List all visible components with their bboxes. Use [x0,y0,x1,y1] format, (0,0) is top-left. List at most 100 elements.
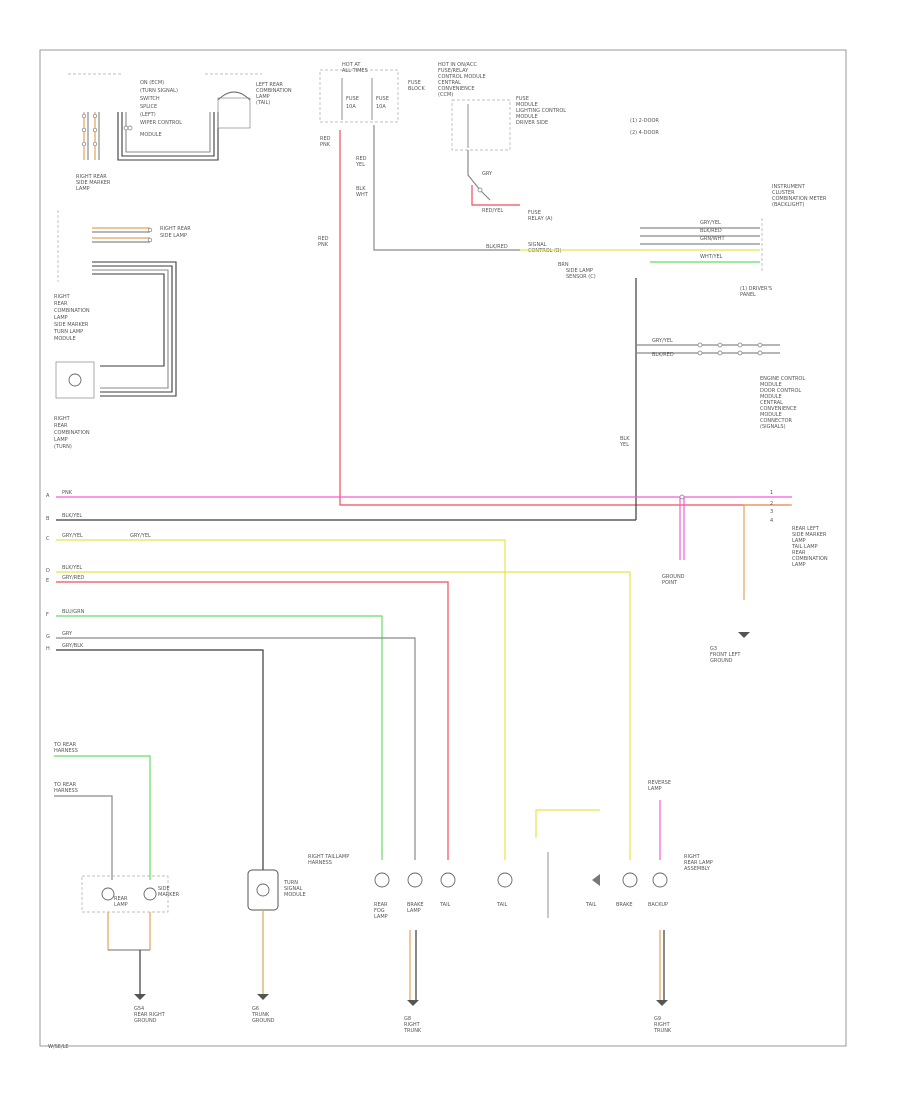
top-center-fuse: HOT AT ALL TIMES FUSE BLOCK FUSE 10A FUS… [318,62,790,506]
svg-text:D: D [46,568,50,574]
svg-text:HARNESS: HARNESS [54,748,78,754]
svg-text:G: G [46,634,50,640]
svg-text:ENGINE CONTROL: ENGINE CONTROL [760,376,805,382]
svg-text:RELAY (A): RELAY (A) [528,216,553,222]
svg-text:FRONT LEFT: FRONT LEFT [710,652,741,658]
svg-text:RIGHT: RIGHT [654,1022,671,1028]
top-left-harness: ON (ECM) (TURN SIGNAL) SWITCH SPLICE (LE… [68,73,292,192]
svg-text:BLK/RED: BLK/RED [652,352,674,358]
svg-text:FOG: FOG [374,908,385,914]
svg-text:CONVENIENCE: CONVENIENCE [438,86,475,92]
svg-text:PNK: PNK [320,142,331,148]
svg-text:SIGNAL: SIGNAL [284,886,303,892]
svg-text:MODULE: MODULE [760,412,782,418]
svg-text:BLK: BLK [620,436,630,442]
svg-text:SIDE: SIDE [158,886,170,892]
svg-text:GROUND: GROUND [134,1018,157,1024]
svg-text:COMBINATION: COMBINATION [792,556,828,562]
svg-text:G54: G54 [134,1006,144,1012]
svg-text:MODULE: MODULE [140,132,162,138]
svg-text:CENTRAL: CENTRAL [760,400,783,406]
svg-text:TAIL: TAIL [496,902,508,908]
svg-text:REAR: REAR [792,550,806,556]
svg-text:HARNESS: HARNESS [308,860,332,866]
diagram-frame [39,49,847,1047]
svg-text:RED: RED [318,236,329,242]
svg-text:WIPER CONTROL: WIPER CONTROL [140,120,182,126]
svg-text:WHT/YEL: WHT/YEL [700,254,723,260]
svg-text:INSTRUMENT: INSTRUMENT [772,184,806,190]
svg-text:(BACKLIGHT): (BACKLIGHT) [772,202,804,208]
svg-text:G8: G8 [404,1016,411,1022]
svg-text:10A: 10A [346,104,356,110]
svg-text:RED: RED [356,156,367,162]
svg-text:ASSEMBLY: ASSEMBLY [684,866,711,872]
svg-text:GRY/YEL: GRY/YEL [130,533,151,539]
svg-text:CLUSTER: CLUSTER [772,190,795,196]
svg-text:FUSE: FUSE [376,96,389,102]
svg-text:TURN: TURN [283,880,298,886]
right-mid-block: (1) DRIVER'S PANEL GRY/YEL BLK/RED ENGIN… [619,278,805,520]
svg-text:BLK/RED: BLK/RED [700,228,722,234]
svg-text:SIDE MARKER: SIDE MARKER [792,532,827,538]
svg-text:MODULE: MODULE [284,892,306,898]
svg-text:RIGHT: RIGHT [54,416,71,422]
svg-text:MODULE: MODULE [760,382,782,388]
svg-text:H: H [46,646,50,652]
svg-text:F: F [46,612,49,618]
svg-text:FUSE: FUSE [346,96,359,102]
svg-text:(LEFT): (LEFT) [140,112,156,118]
svg-text:REAR RIGHT: REAR RIGHT [134,1012,166,1018]
svg-text:TAIL: TAIL [439,902,451,908]
svg-text:RIGHT: RIGHT [54,294,71,300]
svg-text:SPLICE: SPLICE [140,104,157,110]
svg-text:ON (ECM): ON (ECM) [140,80,164,86]
svg-text:BACKUP: BACKUP [648,902,668,908]
svg-text:LAMP: LAMP [407,908,421,914]
svg-text:ALL TIMES: ALL TIMES [342,68,368,74]
legend: (1) 2-DOOR (2) 4-DOOR [630,118,659,136]
svg-text:FUSE/RELAY: FUSE/RELAY [438,68,469,74]
svg-text:DOOR CONTROL: DOOR CONTROL [760,388,801,394]
svg-text:REAR LAMP: REAR LAMP [684,860,713,866]
svg-text:TRUNK: TRUNK [251,1012,270,1018]
svg-text:PNK: PNK [62,490,73,496]
svg-text:(2) 4-DOOR: (2) 4-DOOR [630,130,659,136]
svg-text:CONVENIENCE: CONVENIENCE [760,406,797,412]
svg-text:REVERSE: REVERSE [648,780,671,786]
svg-text:FUSE: FUSE [516,96,529,102]
svg-text:PANEL: PANEL [740,292,756,298]
svg-text:GRY: GRY [62,631,73,637]
svg-text:LIGHTING CONTROL: LIGHTING CONTROL [516,108,566,114]
bottom-left-lamps: TO REAR HARNESS TO REAR HARNESS REAR LAM… [53,742,180,1024]
svg-text:LEFT REAR: LEFT REAR [256,82,283,88]
svg-text:GRN/WHT: GRN/WHT [700,236,725,242]
svg-text:YEL: YEL [619,442,629,448]
svg-text:GRY/YEL: GRY/YEL [652,338,673,344]
svg-text:LAMP: LAMP [54,315,68,321]
svg-text:MODULE: MODULE [54,336,76,342]
svg-text:GROUND: GROUND [252,1018,275,1024]
bottom-center-lamps: RIGHT TAILLAMP HARNESS REAR FOG LAMP BRA… [308,809,600,1034]
svg-text:2: 2 [770,501,773,507]
svg-text:BRAKE: BRAKE [407,902,424,908]
svg-text:10A: 10A [376,104,386,110]
svg-text:BRN: BRN [558,262,569,268]
svg-text:GROUND: GROUND [662,574,685,580]
svg-text:SENSOR (C): SENSOR (C) [566,274,596,280]
svg-text:RIGHT REAR: RIGHT REAR [76,174,107,180]
svg-text:REAR: REAR [54,301,68,307]
svg-text:SIDE MARKER: SIDE MARKER [76,180,111,186]
svg-text:LAMP: LAMP [374,914,388,920]
svg-text:RED: RED [320,136,331,142]
svg-text:MODULE: MODULE [760,394,782,400]
svg-text:COMBINATION: COMBINATION [256,88,292,94]
svg-text:G3: G3 [710,646,717,652]
svg-text:FUSE: FUSE [528,210,541,216]
svg-text:LAMP: LAMP [792,538,806,544]
svg-text:G9: G9 [654,1016,661,1022]
svg-text:BLK/RED: BLK/RED [486,244,508,250]
svg-text:CENTRAL: CENTRAL [438,80,461,86]
svg-text:HOT AT: HOT AT [342,62,361,68]
